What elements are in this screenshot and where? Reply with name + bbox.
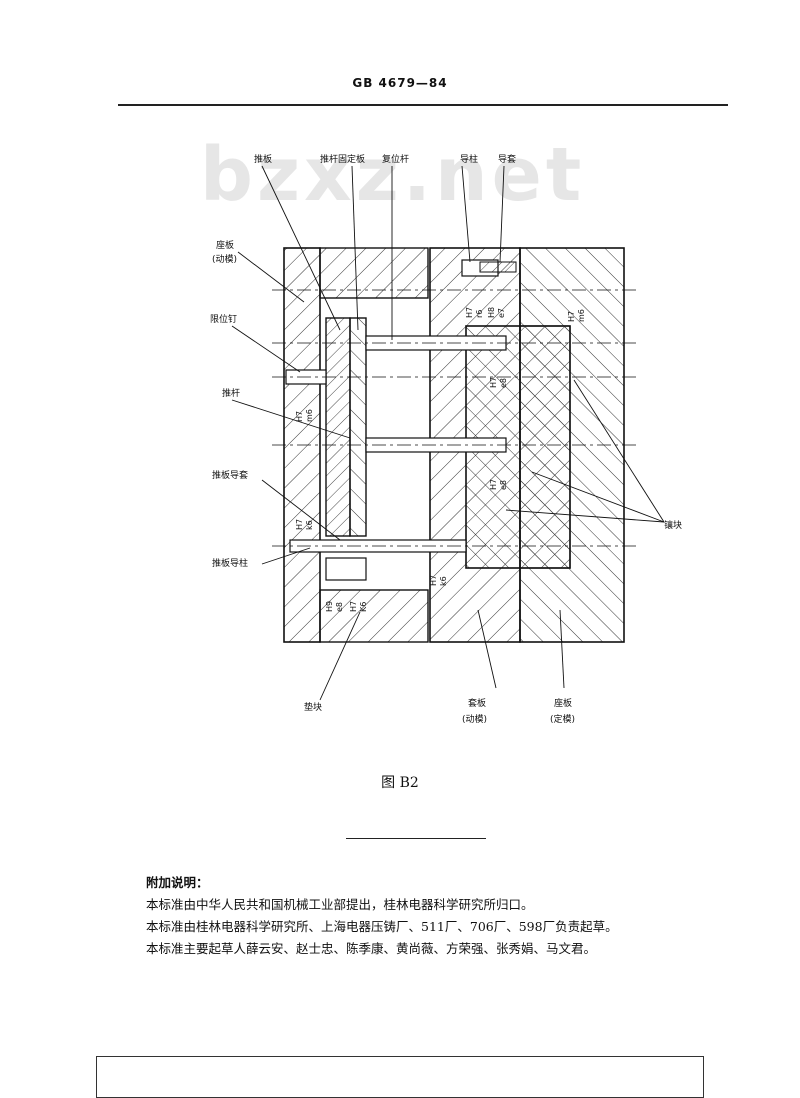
ejector-guide-bush	[325, 557, 367, 581]
mold-drawing: 推板 推杆固定板 复位杆 导柱 导套 座板 (动模) 限位钉 推杆 推板导套 推…	[210, 153, 682, 725]
label-insert: 镶块	[664, 519, 682, 531]
label-guide-bush: 导套	[498, 153, 516, 165]
notes-title: 附加说明：	[146, 875, 209, 890]
svg-text:H9: H9	[325, 601, 334, 612]
ejector-plate	[325, 317, 351, 537]
label-spacer-block: 垫块	[304, 701, 322, 713]
label-cavity-plate: 套板	[468, 697, 486, 709]
label-ejector-bush: 推板导套	[212, 469, 248, 481]
end-rule	[346, 838, 486, 839]
label-base-plate-moving-sub: (动模)	[212, 254, 237, 265]
svg-text:H7: H7	[489, 377, 498, 388]
svg-text:m6: m6	[305, 409, 314, 422]
svg-text:r6: r6	[475, 310, 484, 318]
svg-text:e8: e8	[499, 378, 508, 388]
svg-text:K6: K6	[359, 602, 368, 612]
spacer-block-bottom	[319, 589, 429, 643]
ejector-retainer-plate	[349, 317, 367, 537]
notes-line-2: 本标准由桂林电器科学研究所、上海电器压铸厂、511厂、706厂、598厂负责起草…	[146, 919, 618, 934]
watermark-text: bzxz.net	[200, 132, 586, 218]
additional-notes: 附加说明： 本标准由中华人民共和国机械工业部提出，桂林电器科学研究所归口。 本标…	[146, 872, 618, 960]
svg-text:H7: H7	[489, 479, 498, 490]
svg-text:H7: H7	[567, 311, 576, 322]
svg-text:e7: e7	[497, 308, 506, 318]
notes-line-3: 本标准主要起草人薛云安、赵士忠、陈季康、黄尚薇、方荣强、张秀娟、马文君。	[146, 941, 597, 956]
svg-text:H7: H7	[349, 601, 358, 612]
svg-text:H8: H8	[487, 307, 496, 318]
label-base-plate-fixed-sub: (定模)	[550, 713, 575, 725]
label-guide-pillar: 导柱	[460, 153, 478, 165]
label-ejector-pillar: 推板导柱	[212, 557, 248, 569]
spacer-block-top	[319, 247, 429, 299]
svg-text:H7: H7	[295, 411, 304, 422]
svg-text:k6: k6	[305, 520, 314, 530]
label-return-pin: 复位杆	[382, 153, 409, 165]
label-cavity-plate-sub: (动模)	[462, 714, 487, 725]
svg-text:H7: H7	[465, 307, 474, 318]
notes-line-1: 本标准由中华人民共和国机械工业部提出，桂林电器科学研究所归口。	[146, 897, 534, 912]
svg-text:k6: k6	[439, 576, 448, 586]
fit-annotations: H7 r6 H8 e7 H7 m6 H7 e8 H7 m6 H7 e8 H7 k…	[295, 307, 586, 612]
label-ejector-plate: 推板	[254, 153, 272, 165]
footer-box	[96, 1056, 704, 1098]
figure-caption: 图 B2	[381, 775, 419, 791]
header-rule	[118, 104, 728, 106]
label-base-plate-fixed: 座板	[554, 697, 572, 709]
label-ejector-pin: 推杆	[222, 387, 240, 399]
svg-text:e8: e8	[499, 480, 508, 490]
standard-number: GB 4679—84	[352, 76, 448, 90]
svg-text:e8: e8	[335, 602, 344, 612]
svg-text:m6: m6	[577, 309, 586, 322]
svg-text:H7: H7	[295, 519, 304, 530]
label-stop-pin: 限位钉	[210, 313, 237, 325]
label-ejector-retainer: 推杆固定板	[320, 153, 365, 165]
guide-bush	[479, 261, 517, 273]
svg-text:H7: H7	[429, 575, 438, 586]
label-base-plate-moving: 座板	[216, 239, 234, 251]
